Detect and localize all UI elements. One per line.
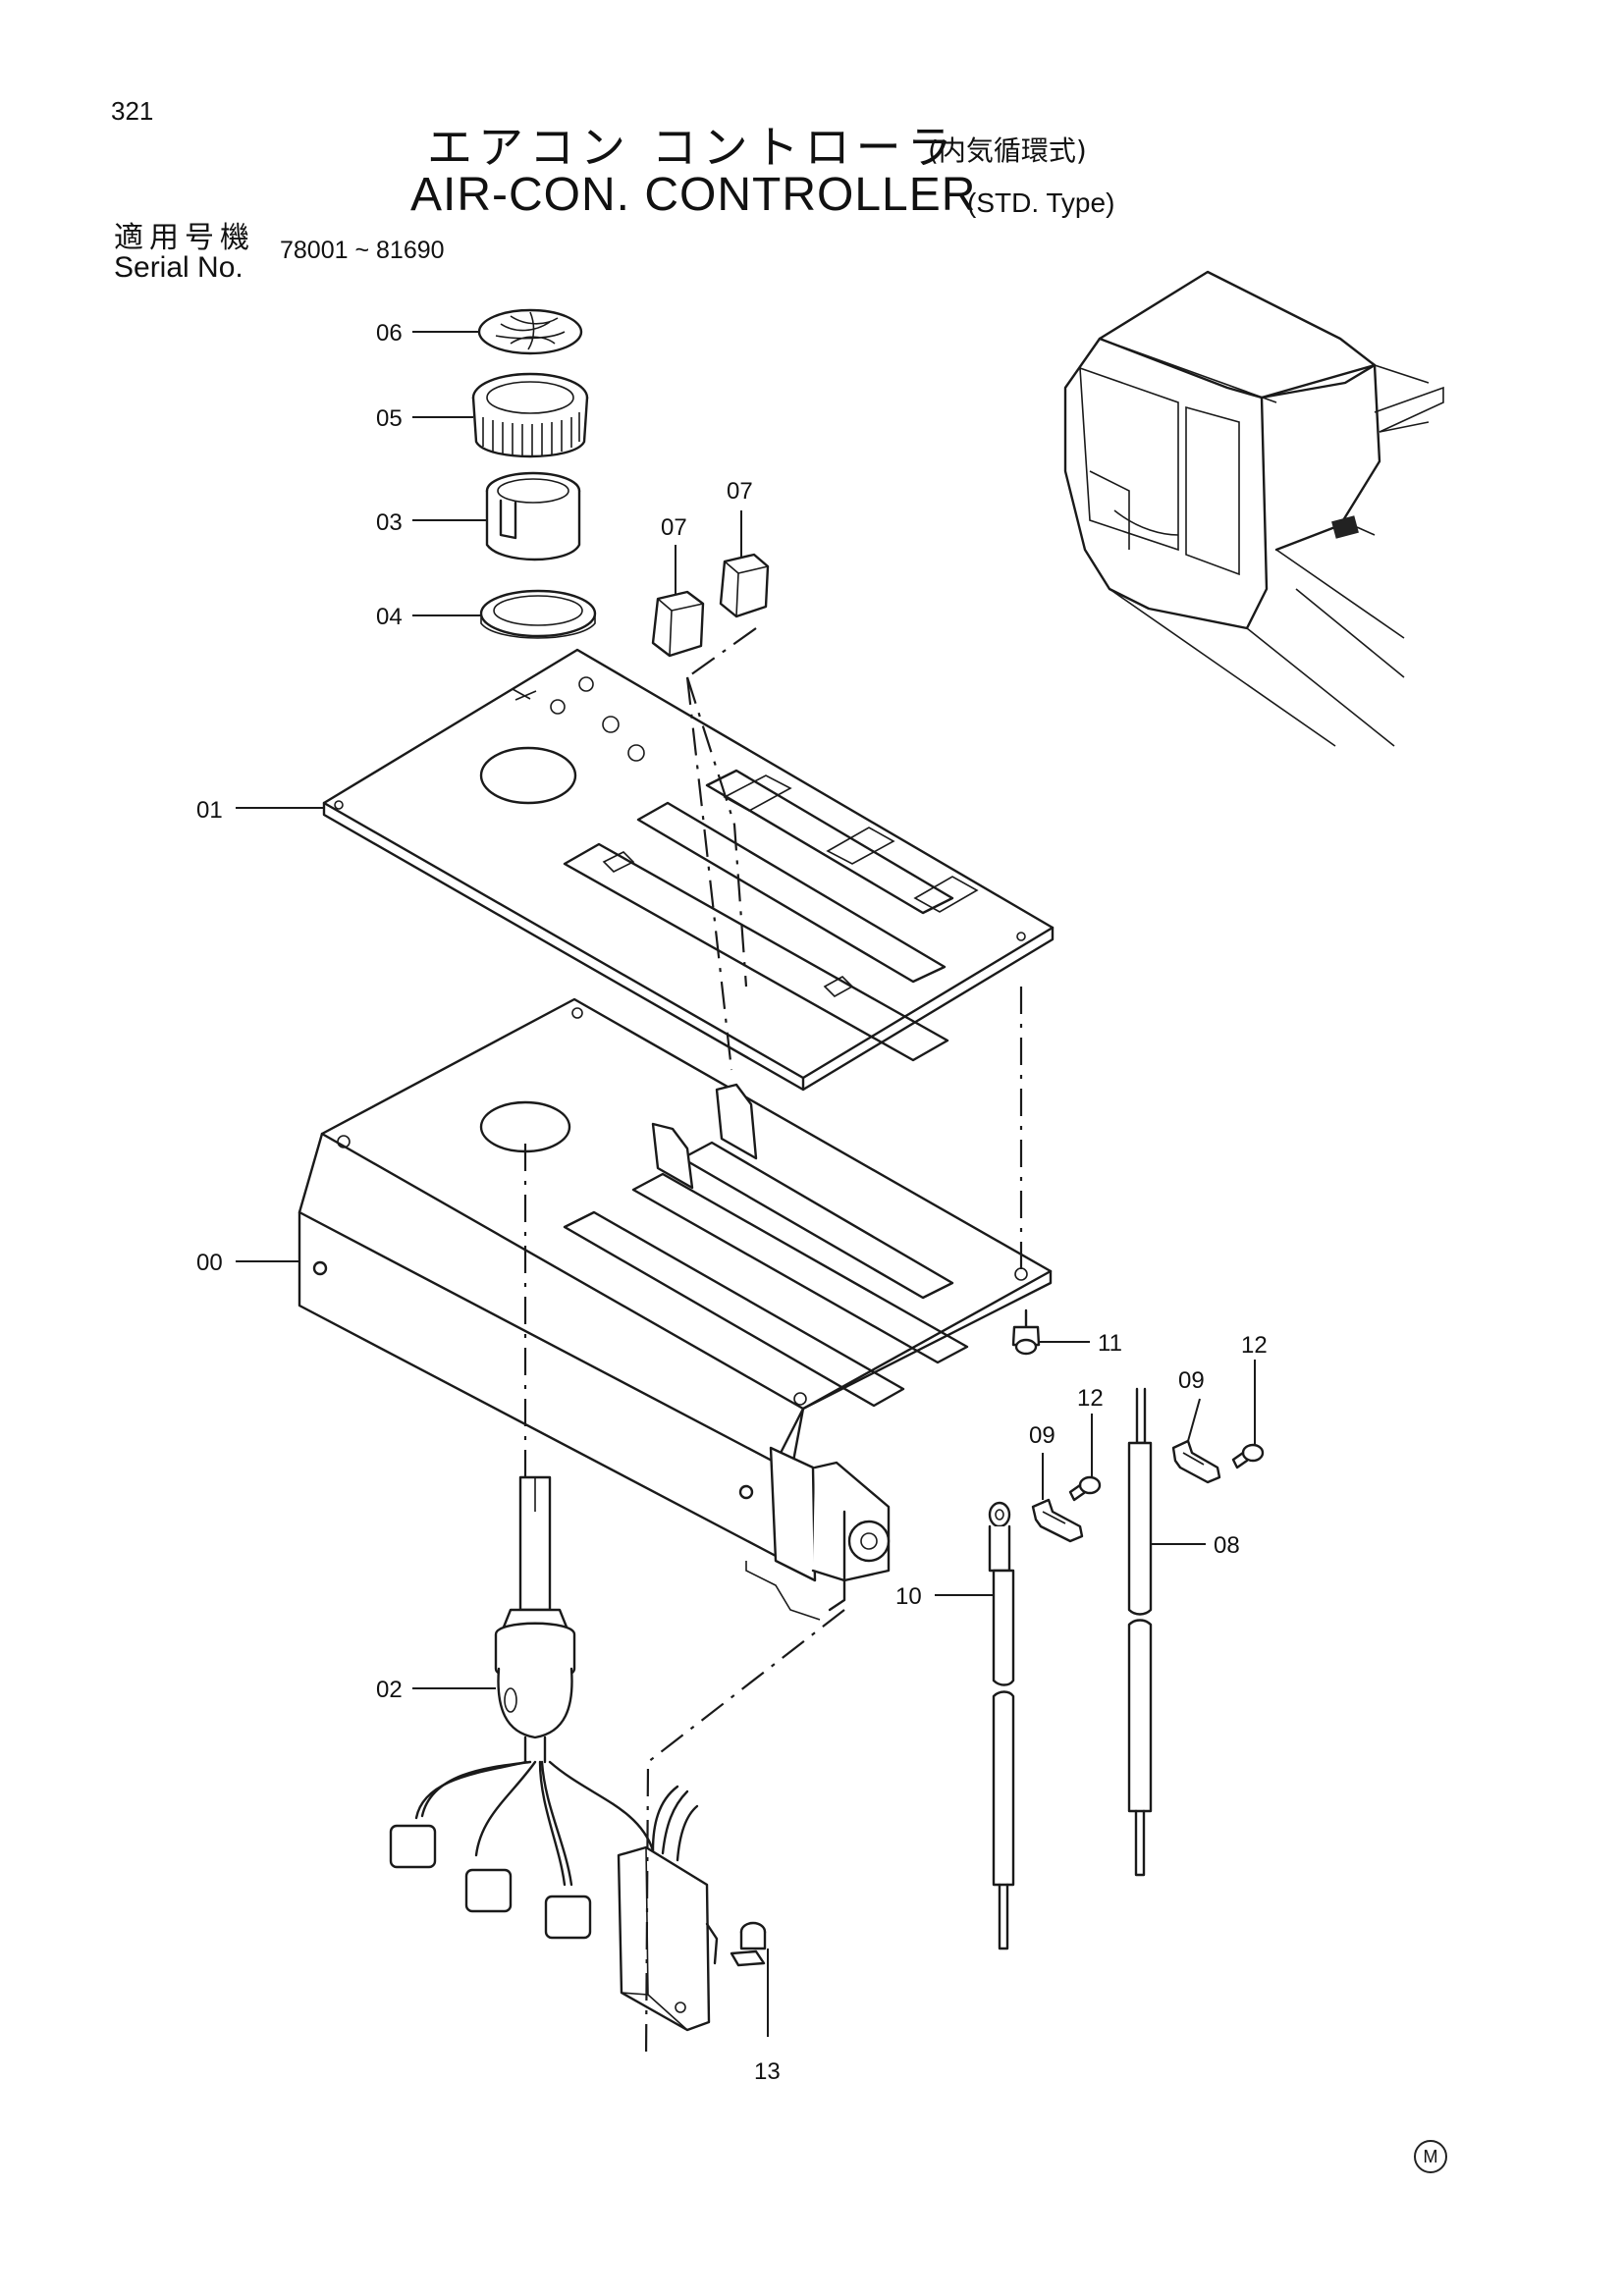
serial-label-english: Serial No. [114, 251, 243, 284]
serial-label-japanese: 適用号機 [114, 221, 255, 255]
callout-09-right: 09 [1178, 1367, 1205, 1394]
part-01-panel-plate [322, 648, 1055, 1092]
callout-02: 02 [376, 1677, 403, 1703]
part-12-screws [1068, 1443, 1265, 1502]
title-japanese-subtitle: (内気循環式) [928, 134, 1087, 167]
title-english-subtitle: (STD. Type) [967, 187, 1115, 218]
callout-05: 05 [376, 405, 403, 432]
callout-03: 03 [376, 509, 403, 536]
maker-mark: M [1414, 2140, 1447, 2173]
part-07-buttons [651, 553, 770, 658]
part-03-sleeve [485, 471, 581, 561]
part-05-knob [471, 372, 589, 458]
callout-11: 11 [1098, 1330, 1122, 1357]
part-13-screw [730, 1921, 767, 1967]
leader-lines [236, 331, 1256, 2037]
callout-labels: 06 05 03 04 07 07 01 00 11 12 12 09 09 0… [196, 320, 1268, 2085]
part-02-switch-harness [389, 1475, 719, 2032]
part-06-grille [477, 308, 583, 355]
callout-01: 01 [196, 797, 223, 824]
part-08-cable [1127, 1387, 1153, 1877]
cab-inset-illustration [1063, 270, 1444, 747]
page-number: 321 [111, 96, 154, 126]
part-09-clamps [1031, 1439, 1221, 1543]
title-english: AIR-CON. CONTROLLER [410, 169, 977, 221]
callout-10: 10 [895, 1583, 922, 1610]
callout-07-right: 07 [727, 478, 753, 505]
callout-06: 06 [376, 320, 403, 347]
part-11-screw [1011, 1308, 1041, 1356]
callout-12-left: 12 [1077, 1385, 1104, 1412]
callout-08: 08 [1214, 1532, 1240, 1559]
title-japanese: エアコン コントローラ [427, 121, 958, 174]
callout-00: 00 [196, 1250, 223, 1276]
callout-04: 04 [376, 604, 403, 630]
callout-12-right: 12 [1241, 1332, 1268, 1359]
part-04-ring [479, 589, 597, 639]
serial-range: 78001 ~ 81690 [280, 237, 445, 264]
callout-09-left: 09 [1029, 1422, 1055, 1449]
callout-13: 13 [754, 2058, 781, 2085]
part-00-base-bracket [298, 997, 1053, 1621]
alignment-lines [523, 627, 1023, 2062]
callout-07-left: 07 [661, 514, 687, 541]
part-10-cable [988, 1501, 1015, 1950]
